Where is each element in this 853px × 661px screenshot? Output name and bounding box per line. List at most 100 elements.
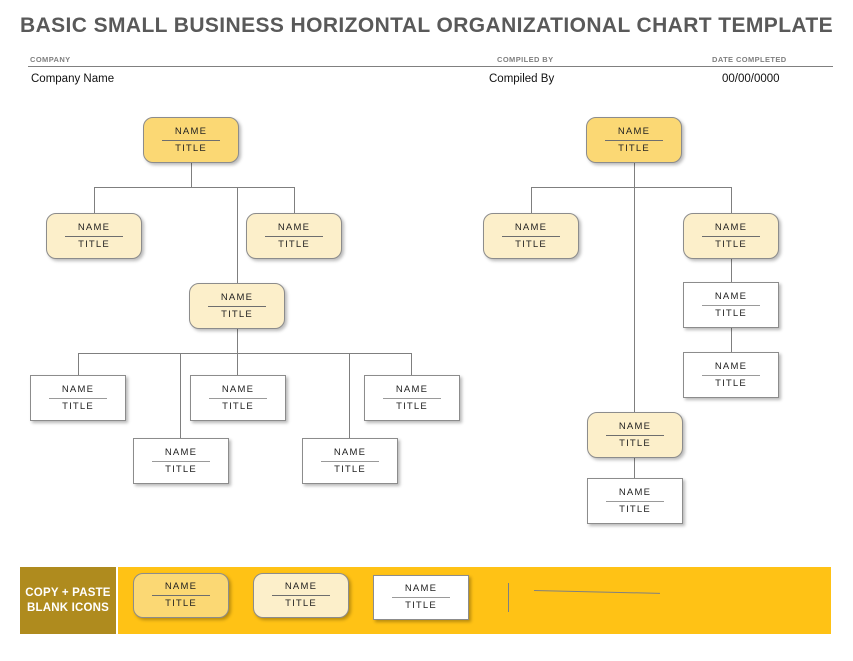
- copy-paste-label-block: COPY + PASTE BLANK ICONS: [20, 567, 118, 634]
- node-divider: [49, 397, 107, 399]
- connector-line: [237, 353, 238, 375]
- node-name-label: NAME: [61, 383, 95, 395]
- date-completed-label: DATE COMPLETED: [712, 55, 787, 64]
- org-node-white[interactable]: NAME TITLE: [133, 438, 229, 484]
- node-title-label: TITLE: [222, 400, 254, 412]
- node-divider: [208, 305, 266, 307]
- org-node-white[interactable]: NAME TITLE: [364, 375, 460, 421]
- node-name-label: NAME: [220, 291, 254, 303]
- node-divider: [209, 397, 267, 399]
- node-name-label: NAME: [277, 221, 311, 233]
- node-title-label: TITLE: [715, 238, 747, 250]
- node-title-label: TITLE: [619, 503, 651, 515]
- node-name-label: NAME: [221, 383, 255, 395]
- node-title-label: TITLE: [165, 463, 197, 475]
- connector-line: [634, 163, 635, 412]
- node-name-label: NAME: [333, 446, 367, 458]
- org-node-white[interactable]: NAME TITLE: [373, 575, 469, 620]
- node-title-label: TITLE: [221, 308, 253, 320]
- node-title-label: TITLE: [334, 463, 366, 475]
- connector-line: [349, 353, 350, 438]
- connector-line: [94, 187, 294, 188]
- org-node-cream[interactable]: NAME TITLE: [483, 213, 579, 259]
- node-name-label: NAME: [404, 583, 438, 594]
- node-title-label: TITLE: [405, 600, 437, 611]
- node-name-label: NAME: [618, 486, 652, 498]
- connector-line: [237, 329, 238, 353]
- node-title-label: TITLE: [515, 238, 547, 250]
- copy-paste-label-line1: COPY + PASTE: [25, 586, 111, 599]
- org-node-cream[interactable]: NAME TITLE: [683, 213, 779, 259]
- node-divider: [606, 500, 664, 502]
- org-node-cream[interactable]: NAME TITLE: [46, 213, 142, 259]
- node-divider: [502, 235, 560, 237]
- connector-line: [411, 353, 412, 375]
- connector-line: [94, 187, 95, 213]
- org-node-cream[interactable]: NAME TITLE: [189, 283, 285, 329]
- node-title-label: TITLE: [618, 142, 650, 154]
- org-node-gold[interactable]: NAME TITLE: [586, 117, 682, 163]
- connector-line: [731, 328, 732, 352]
- node-name-label: NAME: [164, 581, 198, 592]
- company-value[interactable]: Company Name: [31, 73, 115, 85]
- connector-line: [531, 187, 731, 188]
- node-divider: [383, 397, 441, 399]
- node-title-label: TITLE: [285, 598, 317, 609]
- node-name-label: NAME: [617, 125, 651, 137]
- node-title-label: TITLE: [62, 400, 94, 412]
- org-node-white[interactable]: NAME TITLE: [683, 352, 779, 398]
- node-name-label: NAME: [395, 383, 429, 395]
- connector-line: [634, 458, 635, 478]
- node-divider: [265, 235, 323, 237]
- node-divider: [606, 434, 664, 436]
- node-name-label: NAME: [77, 221, 111, 233]
- date-completed-value[interactable]: 00/00/0000: [722, 73, 780, 85]
- node-name-label: NAME: [714, 221, 748, 233]
- org-node-white[interactable]: NAME TITLE: [190, 375, 286, 421]
- node-divider: [162, 139, 220, 141]
- connector-line: [731, 259, 732, 282]
- node-divider: [152, 460, 210, 462]
- company-label: COMPANY: [30, 55, 71, 64]
- node-divider: [702, 374, 760, 376]
- node-title-label: TITLE: [278, 238, 310, 250]
- page-title: BASIC SMALL BUSINESS HORIZONTAL ORGANIZA…: [20, 14, 834, 37]
- node-name-label: NAME: [714, 360, 748, 372]
- org-node-white[interactable]: NAME TITLE: [683, 282, 779, 328]
- node-name-label: NAME: [174, 125, 208, 137]
- org-node-white[interactable]: NAME TITLE: [30, 375, 126, 421]
- node-title-label: TITLE: [715, 307, 747, 319]
- node-divider: [321, 460, 379, 462]
- connector-line: [237, 187, 238, 283]
- connector-line: [191, 163, 192, 187]
- header-divider: [28, 66, 833, 67]
- node-divider: [702, 235, 760, 237]
- org-node-white[interactable]: NAME TITLE: [302, 438, 398, 484]
- connector-line: [180, 353, 181, 438]
- org-node-gold[interactable]: NAME TITLE: [133, 573, 229, 618]
- compiled-by-value[interactable]: Compiled By: [489, 73, 555, 85]
- node-title-label: TITLE: [175, 142, 207, 154]
- connector-line: [78, 353, 79, 375]
- node-divider: [65, 235, 123, 237]
- org-node-cream[interactable]: NAME TITLE: [246, 213, 342, 259]
- node-title-label: TITLE: [396, 400, 428, 412]
- connector-line: [531, 187, 532, 213]
- node-divider: [272, 595, 330, 596]
- node-name-label: NAME: [714, 290, 748, 302]
- node-name-label: NAME: [618, 420, 652, 432]
- org-node-cream[interactable]: NAME TITLE: [587, 412, 683, 458]
- node-name-label: NAME: [164, 446, 198, 458]
- node-name-label: NAME: [514, 221, 548, 233]
- org-node-white[interactable]: NAME TITLE: [587, 478, 683, 524]
- node-title-label: TITLE: [165, 598, 197, 609]
- node-title-label: TITLE: [715, 377, 747, 389]
- node-divider: [605, 139, 663, 141]
- node-divider: [702, 304, 760, 306]
- org-node-gold[interactable]: NAME TITLE: [143, 117, 239, 163]
- stray-horizontal-line: [533, 590, 660, 594]
- node-title-label: TITLE: [78, 238, 110, 250]
- node-title-label: TITLE: [619, 437, 651, 449]
